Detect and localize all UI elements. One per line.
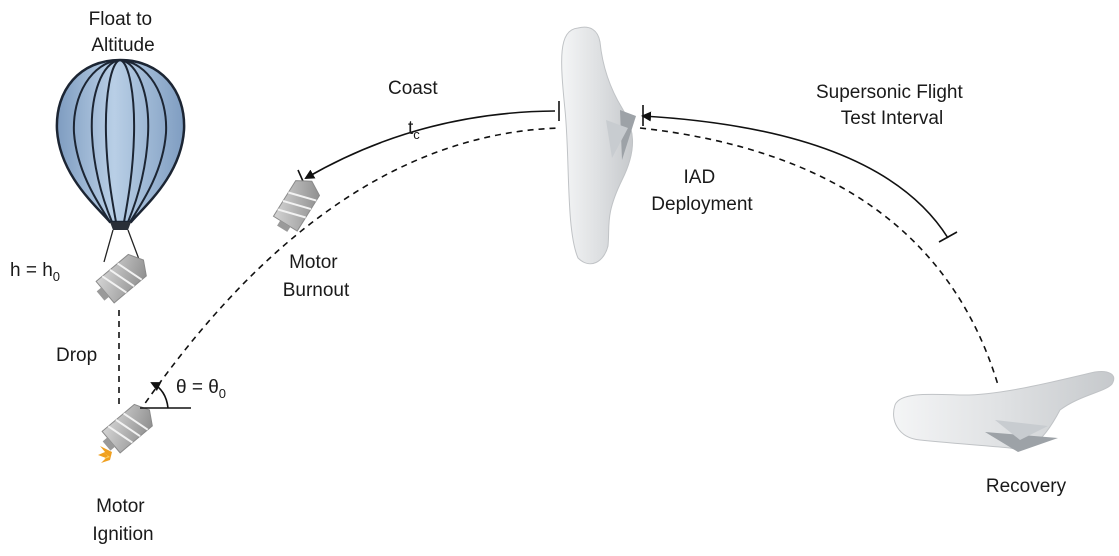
initial-altitude-label: h = h0 xyxy=(10,260,60,284)
vehicle-icon-drop xyxy=(95,253,147,304)
vehicle-icon-ignition xyxy=(101,403,153,454)
ascent-trajectory xyxy=(138,127,561,413)
iad-deployed-icon xyxy=(561,26,636,265)
drop-label: Drop xyxy=(56,345,97,366)
float-to-altitude-label: Float to Altitude xyxy=(89,9,158,56)
angle-arc xyxy=(150,382,169,409)
test-interval-tick-right xyxy=(938,231,958,243)
descent-trajectory xyxy=(639,127,999,386)
coast-arrow xyxy=(304,110,556,180)
coast-time-label: tc xyxy=(408,118,420,142)
test-interval-label: Supersonic Flight Test Interval xyxy=(816,82,968,129)
iad-recovery-icon xyxy=(893,371,1115,452)
recovery-label: Recovery xyxy=(986,476,1067,497)
balloon-icon xyxy=(55,58,186,263)
motor-burnout-label: Motor Burnout xyxy=(283,252,350,301)
coast-label: Coast xyxy=(388,78,438,99)
vehicle-icon-burnout xyxy=(272,180,321,232)
flame-icon xyxy=(98,446,112,463)
test-interval-arrow xyxy=(641,111,949,239)
motor-ignition-label: Motor Ignition xyxy=(92,496,153,545)
iad-deployment-label: IAD Deployment xyxy=(651,167,753,215)
flight-path-angle-label: θ = θ0 xyxy=(176,377,226,401)
